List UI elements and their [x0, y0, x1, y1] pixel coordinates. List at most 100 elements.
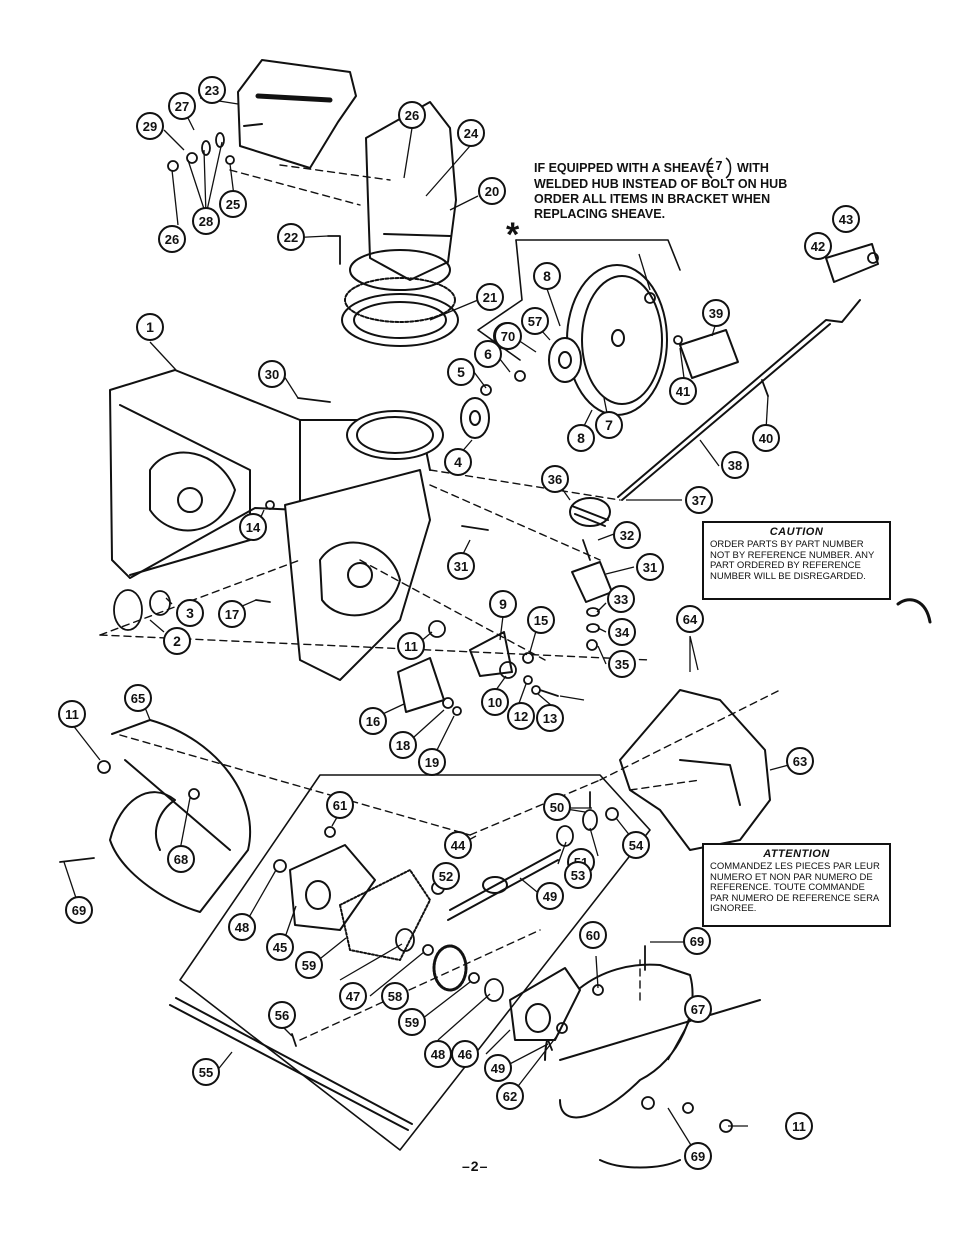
chute-ring-gear-drawing	[341, 293, 459, 347]
callout-14: 14	[239, 513, 267, 541]
note-sheave-ref: 7	[716, 159, 723, 173]
callout-label: 24	[464, 126, 479, 141]
callout-label: 28	[199, 214, 213, 229]
callout-label: 55	[199, 1065, 213, 1080]
callout-label: 47	[346, 989, 360, 1004]
callout-label: 53	[571, 868, 585, 883]
worm-drawing	[569, 497, 611, 527]
callout-label: 68	[174, 852, 188, 867]
callout-circle	[579, 921, 607, 949]
callout-label: 45	[273, 940, 287, 955]
callout-68: 68	[167, 845, 195, 873]
callout-39: 39	[702, 299, 730, 327]
callout-circle	[432, 862, 460, 890]
callout-circle	[607, 585, 635, 613]
callout-circle	[721, 451, 749, 479]
callout-circle	[527, 606, 555, 634]
callout-8: 8	[533, 262, 561, 290]
callout-circle	[476, 283, 504, 311]
callout-circle	[683, 927, 711, 955]
crank-handle-drawing	[825, 243, 879, 283]
callout-circle	[58, 700, 86, 728]
gearbox-left-drawing	[289, 844, 376, 931]
callout-circle	[684, 1142, 712, 1170]
callout-circle	[339, 982, 367, 1010]
callout-label: 26	[165, 232, 179, 247]
callout-54: 54	[622, 831, 650, 859]
attention-text: COMMANDEZ LES PIECES PAR LEUR NUMERO ET …	[710, 861, 880, 914]
callout-label: 34	[615, 625, 630, 640]
callout-circle	[474, 340, 502, 368]
callout-circle	[192, 207, 220, 235]
callout-label: 22	[284, 230, 298, 245]
callout-4: 4	[444, 448, 472, 476]
callout-circle	[564, 861, 592, 889]
callout-label: 50	[550, 800, 564, 815]
callout-26: 26	[398, 101, 426, 129]
callout-circle	[496, 1082, 524, 1110]
callout-5: 5	[447, 358, 475, 386]
callout-label: 42	[811, 239, 825, 254]
callout-circle	[424, 1040, 452, 1068]
callout-21: 21	[476, 283, 504, 311]
note-line-1: IF EQUIPPED WITH A SHEAVE	[534, 161, 714, 175]
worm-gear-drawing	[432, 944, 468, 992]
callout-69: 69	[65, 896, 93, 924]
callout-label: 41	[676, 384, 690, 399]
callout-31: 31	[447, 552, 475, 580]
callout-55: 55	[192, 1058, 220, 1086]
callout-65: 65	[124, 684, 152, 712]
callout-48: 48	[228, 913, 256, 941]
callout-circle	[613, 521, 641, 549]
gearbox-bracket-outline	[179, 774, 651, 1151]
callout-label: 35	[615, 657, 629, 672]
callout-1: 1	[136, 313, 164, 341]
callout-33: 33	[607, 585, 635, 613]
callout-70: 70	[494, 322, 522, 350]
callout-label: 39	[709, 306, 723, 321]
bearing-bracket-drawing	[469, 631, 513, 677]
callout-59: 59	[295, 951, 323, 979]
callout-label: 5	[457, 364, 465, 380]
bearing-flange-drawing	[460, 397, 490, 439]
callout-label: 6	[484, 346, 492, 362]
callout-45: 45	[266, 933, 294, 961]
callout-16: 16	[359, 707, 387, 735]
callout-circle	[168, 92, 196, 120]
callout-circle	[239, 513, 267, 541]
callout-circle	[218, 600, 246, 628]
callout-label: 11	[65, 707, 79, 722]
discharge-chute-drawing	[344, 101, 457, 323]
left-auger-drawing	[109, 719, 252, 913]
callout-circle	[702, 299, 730, 327]
callout-43: 43	[832, 205, 860, 233]
callout-label: 69	[690, 934, 704, 949]
auger-housing-drawing	[109, 369, 444, 681]
callout-31: 31	[636, 553, 664, 581]
callout-22: 22	[277, 223, 305, 251]
callout-label: 60	[586, 928, 600, 943]
callout-circle	[359, 707, 387, 735]
callout-49: 49	[484, 1054, 512, 1082]
callout-17: 17	[218, 600, 246, 628]
callout-label: 7	[605, 417, 613, 433]
callout-69: 69	[684, 1142, 712, 1170]
callout-circle	[277, 223, 305, 251]
callout-circle	[608, 618, 636, 646]
callout-circle	[65, 896, 93, 924]
callout-label: 59	[405, 1015, 419, 1030]
callout-label: 69	[691, 1149, 705, 1164]
callout-circle	[418, 748, 446, 776]
callout-circle	[444, 448, 472, 476]
callout-label: 9	[499, 596, 507, 612]
callout-26: 26	[158, 225, 186, 253]
callout-label: 27	[175, 99, 189, 114]
callout-12: 12	[507, 702, 535, 730]
callout-label: 57	[528, 314, 542, 329]
callout-circle	[536, 704, 564, 732]
callout-label: 11	[792, 1119, 806, 1134]
callout-label: 48	[235, 920, 249, 935]
bracket-drawing	[679, 329, 739, 379]
callout-50: 50	[543, 793, 571, 821]
